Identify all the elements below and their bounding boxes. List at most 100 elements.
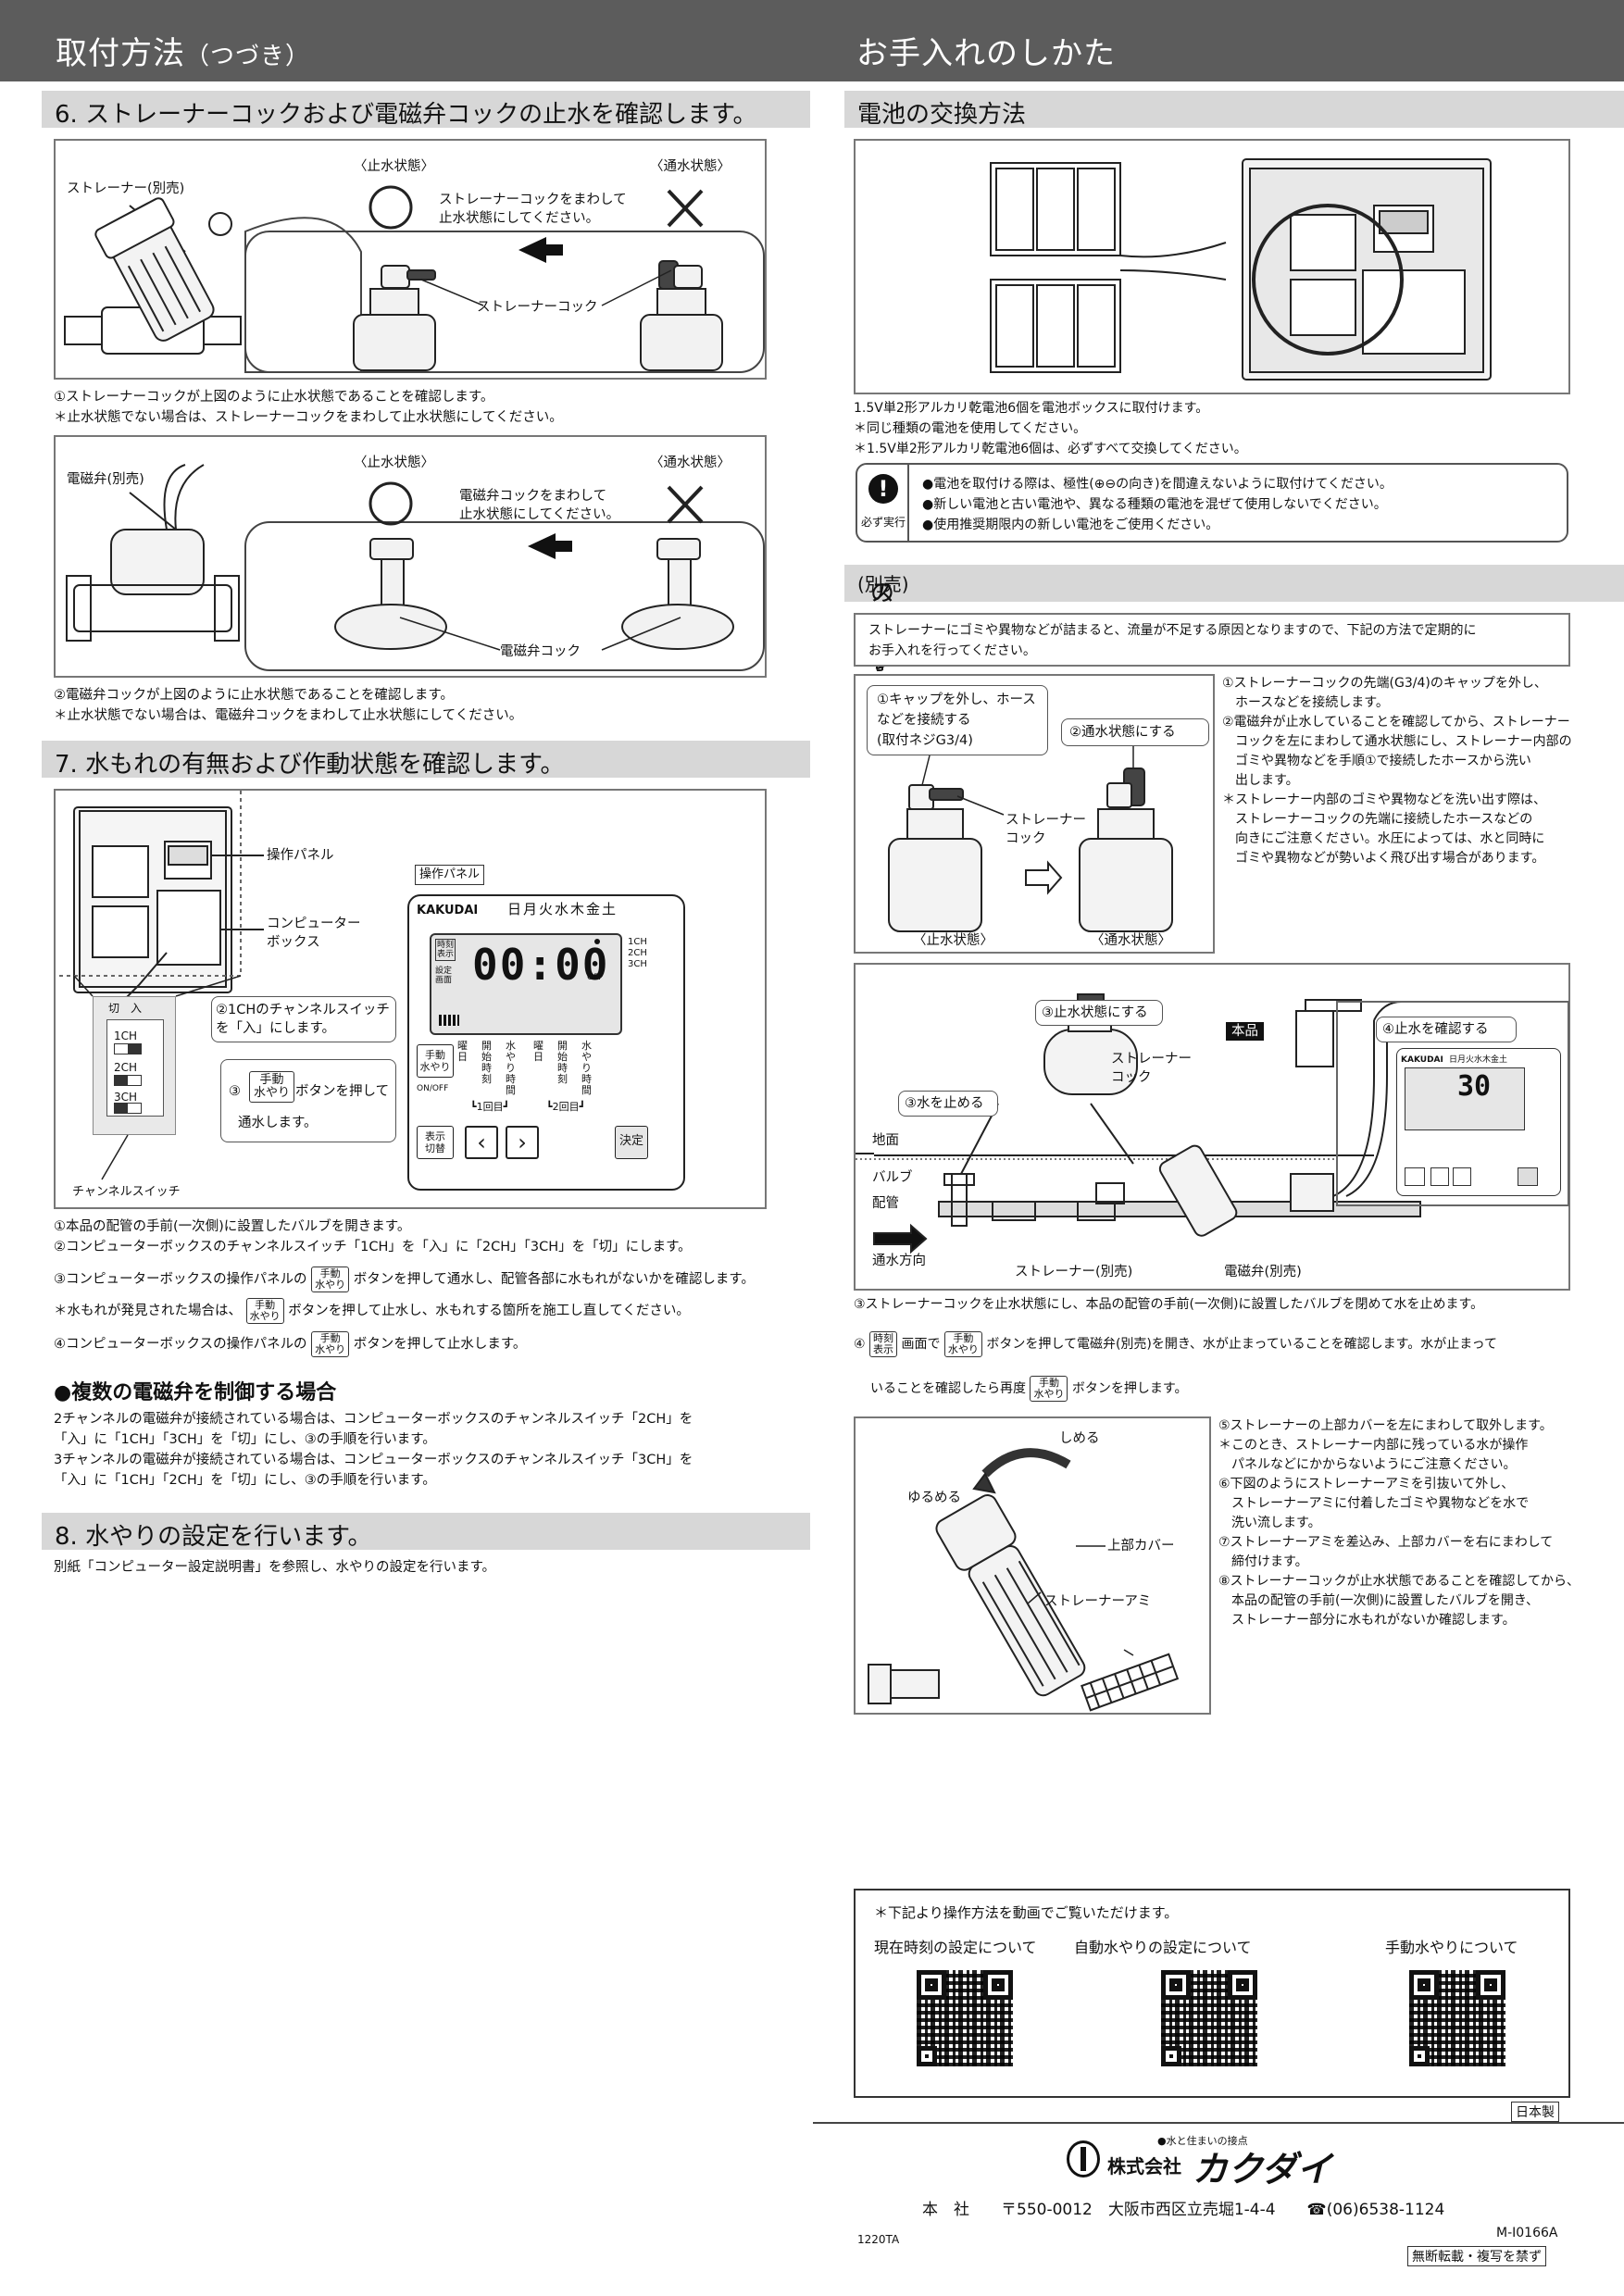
upper-cover-label: 上部カバー [1107,1539,1175,1554]
copyright-notice: 無断転載・複写を禁ず [1407,2246,1546,2266]
strainer-steps-c: ⑤ストレーナーの上部カバーを左にまわして取外します。＊このとき、ストレーナー内部… [1218,1418,1580,1628]
switch-header: 切 入 [108,1002,143,1015]
strainer-optional-label: ストレーナー(別売) [1015,1265,1133,1279]
chevron-left-icon: ‹ [477,1129,486,1155]
ng-cross-icon [667,189,704,228]
brand-label: KAKUDAI [417,904,479,917]
lot-code: 1220TA [857,2233,900,2246]
open-state-label: 〈通水状態〉 [650,159,731,174]
lcd-time: 00:00 [472,940,610,990]
must-do-cell: ! 必ず実行 [857,465,909,541]
document-code: M-I0166A [1496,2226,1558,2240]
callout-3: ③ 手動 水やり ボタンを押して 通水します。 [220,1059,396,1142]
made-in-japan: 日本製 [1511,2102,1559,2122]
channel-switch-label: チャンネルスイッチ [72,1185,181,1199]
arrow-left-icon [518,237,563,263]
strainer-steps-a: ①ストレーナーコックの先端(G3/4)のキャップを外し、 ホースなどを接続します… [1222,676,1572,866]
mini-button [1405,1167,1425,1186]
solenoid-instruction: 電磁弁コックをまわして 止水状態にしてください。 [459,489,620,522]
inline-time-key: 時刻 表示 [869,1331,898,1357]
mini-control-panel: KAKUDAI 日月火水木金土 30 [1396,1048,1561,1196]
switch-3ch[interactable] [114,1103,142,1114]
strainer-step4: ④ 時刻 表示 画面で 手動 水やり ボタンを押して電磁弁(別売)を開き、水が止… [854,1331,1497,1357]
closed-state-label-a: 〈止水状態〉 [913,933,993,948]
battery-warnings: ●電池を取付ける際は、極性(⊕⊖の向き)を間違えないように取付けてください。●新… [922,477,1393,532]
first-time-label: ┗1回目┛ [470,1101,510,1113]
qr-code-auto-watering[interactable] [1161,1970,1257,2066]
strainer-figure-b: ③止水状態にする ストレーナー コック ③水を止める 本品 ④止水を確認する K… [854,963,1570,1291]
closed-state-label: 〈止水状態〉 [354,159,434,174]
honpin-label: 本品 [1226,1022,1264,1041]
channel-switch-panel: 切 入 1CH 2CH 3CH [93,996,176,1135]
strainer-cock-drawing [888,746,1173,932]
qr-code-current-time[interactable] [917,1970,1013,2066]
mini-left-button [1430,1167,1449,1186]
battery-lines: 1.5V単2形アルカリ乾電池6個を電池ボックスに取付けます。＊同じ種類の電池を使… [854,401,1247,456]
inline-manual-key: 手動 水やり [1030,1376,1068,1402]
strainer-cock-label: ストレーナーコック [477,300,598,315]
left-arrow-button[interactable]: ‹ [465,1126,498,1159]
inline-manual-key: 手動 水やり [311,1331,350,1357]
solenoid-optional-label: 電磁弁(別売) [1224,1265,1302,1279]
sec7-step3: ③コンピューターボックスの操作パネルの 手動 水やり ボタンを押して通水し、配管… [54,1267,755,1292]
multi-solenoid-text: 2チャンネルの電磁弁が接続されている場合は、コンピューターボックスのチャンネルス… [54,1412,693,1488]
sec7-step3-note: ＊水もれが発見された場合は、 手動 水やり ボタンを押して止水し、水もれする箇所… [54,1298,690,1324]
switch-2ch[interactable] [114,1075,142,1086]
switch-leader-lines [73,975,242,1180]
display-switch-button[interactable]: 表示 切替 [417,1126,454,1159]
ok-circle-icon [369,481,413,526]
strainer-intro-box: ストレーナーにゴミや異物などが詰まると、流量が不足する原因となりますので、下記の… [854,613,1570,667]
solenoid-cock-label: 電磁弁コック [500,644,581,659]
mini-lcd: 30 [1405,1067,1525,1130]
callout3-manual-key: 手動 水やり [249,1071,295,1103]
footer-tagline: ●水と住まいの接点 [1157,2135,1248,2147]
strainer-cock-figure: ストレーナー(別売) 〈止水状態〉 〈通水状態〉 [54,139,767,380]
strainer-disassembly-drawing [868,1448,1180,1712]
callout-2-open: ②通水状態にする [1061,718,1209,746]
chevron-right-icon: › [518,1129,527,1155]
callout-3-stop: ③水を止める [898,1091,998,1117]
manual-water-button[interactable]: 手動 水やり [417,1044,454,1078]
panel-label: 操作パネル [267,848,334,863]
video-item-1: 現在時刻の設定について [874,1939,1037,1956]
video-item-2: 自動水やりの設定について [1074,1939,1252,1956]
pipe-label: 配管 [872,1196,899,1211]
strainer-step3: ③ストレーナーコックを止水状態にし、本品の配管の手前(一次側)に設置したバルブを… [854,1297,1484,1312]
cock-state-drawing [353,185,723,371]
switch-2ch-label: 2CH [114,1061,138,1074]
strainer-figure-c: しめる ゆるめる 上部カバー ストレーナーアミ [854,1416,1211,1715]
switch-1ch-label: 1CH [114,1029,138,1042]
strainer-label: ストレーナー(別売) [67,181,185,196]
strainer-figure-a: ①キャップを外し、ホース などを接続する (取付ネジG3/4) ②通水状態にする… [854,674,1215,954]
open-state-label-a: 〈通水状態〉 [1091,933,1171,948]
section-8-title: 8. 水やりの設定を行います。 [42,1513,810,1551]
decide-button[interactable]: 決定 [615,1126,648,1159]
sec8-text: 別紙「コンピューター設定説明書」を参照し、水やりの設定を行います。 [54,1560,496,1575]
note-1: ①ストレーナーコックが上図のように止水状態であることを確認します。＊止水状態でな… [54,390,563,425]
switch-3ch-label: 3CH [114,1091,138,1104]
inline-manual-key: 手動 水やり [245,1298,284,1324]
section-6-title: 6. ストレーナーコックおよび電磁弁コックの止水を確認します。 [42,91,810,129]
company-prefix: 株式会社 [1107,2155,1181,2177]
strainer-cock-label-b: ストレーナー コック [1111,1052,1192,1085]
callout-1: ①キャップを外し、ホース などを接続する (取付ネジG3/4) [867,685,1048,755]
control-panel: KAKUDAI 日月火水木金土 時刻 表示 設定 画面 00:00 OFF 1C… [407,894,685,1191]
right-arrow-button[interactable]: › [506,1126,539,1159]
lcd-setting-tag: 設定 画面 [435,967,453,985]
switch-1ch[interactable] [114,1043,142,1054]
ng-cross-icon [667,485,704,524]
strainer-cock-label-a: ストレーナー コック [1006,813,1086,846]
strainer-instruction: ストレーナーコックをまわして 止水状態にしてください。 [439,193,627,226]
inline-manual-key: 手動 水やり [943,1331,982,1357]
cabinet-drawing [56,791,264,1004]
solenoid-label: 電磁弁(別売) [67,472,144,487]
qr-code-manual-watering[interactable] [1409,1970,1505,2066]
callout-3-close: ③止水状態にする [1035,1000,1163,1026]
lcd-screen: 時刻 表示 設定 画面 00:00 OFF [430,933,622,1035]
company-logo-icon [1067,2140,1100,2177]
strainer-mesh-label: ストレーナーアミ [1044,1594,1152,1609]
company-brand: カクダイ [1193,2149,1332,2190]
must-do-label: 必ず実行 [861,516,906,529]
closed-state-label-2: 〈止水状態〉 [354,455,434,470]
battery-drawing [990,158,1492,381]
